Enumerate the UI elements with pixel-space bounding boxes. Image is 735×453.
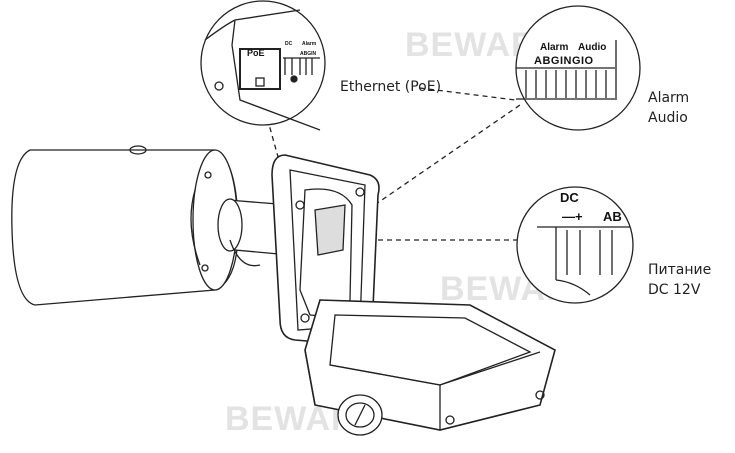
alarm-text: Alarm — [302, 41, 317, 47]
ethernet-poe-label: Ethernet (PoE) — [340, 79, 442, 95]
power-dc-label: DC 12V — [648, 282, 701, 298]
inset-poe: PoE DC Alarm ABGIN — [200, 0, 326, 131]
poe-text: PoE — [247, 48, 265, 58]
mount-plate — [271, 154, 380, 346]
leader-lines — [264, 87, 521, 241]
junction-box — [304, 299, 556, 436]
inset-alarm-audio: Alarm Audio ABGINGIO — [515, 5, 641, 131]
audio-text: Audio — [578, 42, 606, 53]
dc-text: DC — [560, 190, 579, 205]
inset-dc: DC —+ AB — [516, 186, 634, 304]
camera-body — [11, 145, 239, 306]
ab-text: AB — [603, 209, 622, 224]
power-label: Питание — [648, 262, 712, 278]
alarm-text: Alarm — [540, 42, 568, 53]
audio-label: Audio — [648, 110, 688, 126]
dc-text: DC — [285, 41, 293, 47]
pins-text: ABGIN — [300, 51, 317, 57]
polarity-text: —+ — [562, 209, 583, 224]
pins-text: ABGINGIO — [534, 55, 594, 67]
alarm-label: Alarm — [648, 90, 690, 106]
